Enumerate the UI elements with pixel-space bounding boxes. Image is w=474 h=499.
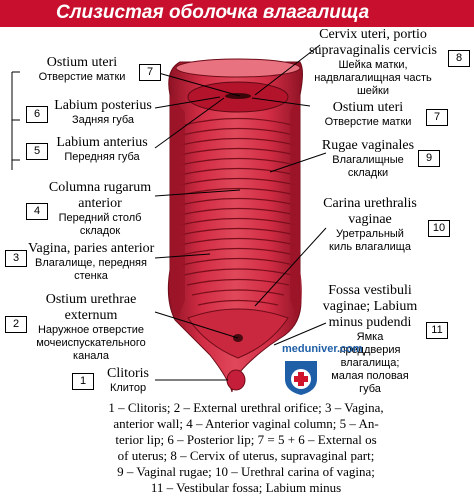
latin-name: Carina urethralis [323, 196, 417, 211]
russian-name: малая половая [331, 370, 409, 382]
legend-line: of uterus; 8 – Cervix of uterus, suprava… [117, 448, 375, 463]
legend-line: anterior wall; 4 – Anterior vaginal colu… [113, 416, 379, 431]
russian-name: киль влагалища [329, 241, 411, 253]
russian-name: Влагалище, передняя [35, 257, 147, 269]
number-box-11: 11 [426, 322, 448, 339]
latin-name: Ostium uteri [46, 55, 118, 70]
label-columna-rugarum: Columna rugarum anterior Передний столб … [46, 180, 154, 238]
number-box-10: 10 [428, 220, 450, 237]
russian-name: шейки [356, 85, 390, 97]
latin-name: externum [64, 308, 118, 323]
latin-name: Ostium uteri [332, 100, 404, 115]
latin-name: Rugae vaginales [321, 138, 415, 153]
russian-name: Влагалищные [332, 154, 404, 166]
russian-name: влагалища; [340, 357, 400, 369]
number-box-2: 2 [5, 316, 27, 333]
russian-name: губа [359, 383, 381, 395]
ostium-uteri [225, 93, 251, 99]
latin-name: Labium anterius [56, 135, 148, 150]
latin-name: Ostium urethrae [45, 292, 137, 307]
number-box-8: 8 [448, 50, 470, 67]
latin-name: Cervix uteri, portio [319, 27, 427, 42]
latin-name: Vagina, paries anterior [28, 241, 155, 256]
page-title: Слизистая оболочка влагалища [56, 2, 370, 23]
number-box-6: 6 [26, 106, 48, 123]
left-wall [169, 95, 185, 318]
russian-name: Шейка матки, [338, 59, 408, 71]
right-wall [290, 95, 302, 318]
legend-line: 9 – Vaginal rugae; 10 – Urethral carina … [117, 464, 375, 479]
label-fossa-vestibuli: Fossa vestibuli vaginae; Labium minus pu… [320, 283, 420, 396]
russian-name: стенка [74, 270, 108, 282]
leader-lines [11, 44, 327, 381]
number-box-4: 4 [26, 203, 48, 220]
number-box-5: 5 [26, 143, 48, 160]
legend-line: 1 – Clitoris; 2 – External urethral orif… [108, 400, 384, 415]
label-cervix-uteri: Cervix uteri, portio supravaginalis cerv… [300, 27, 446, 98]
russian-name: Уретральный [336, 228, 404, 240]
russian-name: канала [73, 350, 109, 362]
label-labium-posterius: Labium posterius Задняя губа [52, 98, 154, 127]
clitoris [226, 369, 246, 391]
latin-name: vaginae; Labium [322, 299, 418, 314]
label-ostium-uteri-left: Ostium uteri Отверстие матки [32, 55, 132, 84]
russian-name: Ямка [356, 331, 384, 343]
label-ostium-uteri-right: Ostium uteri Отверстие матки [314, 100, 422, 129]
russian-name: Задняя губа [71, 114, 135, 126]
russian-name: преддверия [339, 344, 401, 356]
label-carina-urethralis: Carina urethralis vaginae Уретральный ки… [316, 196, 424, 254]
russian-name: Передняя губа [64, 151, 140, 163]
russian-name: мочеиспускательного [36, 337, 146, 349]
latin-name: Columna rugarum [48, 180, 152, 195]
label-clitoris: Clitoris Клитор [98, 366, 158, 395]
russian-name: Наружное отверстие [37, 324, 145, 336]
latin-name: supravaginalis cervicis [309, 43, 437, 58]
latin-name: Clitoris [106, 366, 149, 381]
watermark: meduniver.com [282, 343, 363, 355]
russian-name: Отверстие матки [324, 116, 412, 128]
number-box-7: 7 [139, 64, 161, 81]
number-box-1: 1 [72, 373, 94, 390]
latin-name: Labium posterius [54, 98, 152, 113]
label-rugae-vaginales: Rugae vaginales Влагалищные складки [318, 138, 418, 180]
russian-name: складки [347, 167, 389, 179]
cut-edge [175, 58, 301, 78]
legend-line: terior lip; 6 – Posterior lip; 7 = 5 + 6… [115, 432, 377, 447]
russian-name: надвлагалищная часть [314, 72, 432, 84]
legend-line: 11 – Vestibular fossa; Labium minus [150, 480, 342, 495]
russian-name: Отверстие матки [38, 71, 126, 83]
number-box-7-right: 7 [426, 109, 448, 126]
legend: 1 – Clitoris; 2 – External urethral orif… [96, 400, 396, 496]
number-box-9: 9 [418, 150, 440, 167]
vestibule [187, 308, 289, 359]
number-box-3: 3 [5, 250, 27, 267]
latin-name: vaginae [348, 212, 392, 227]
russian-name: Передний столб [58, 212, 142, 224]
russian-name: Клитор [109, 382, 147, 394]
title-bar [0, 0, 474, 27]
russian-name: складок [79, 225, 121, 237]
label-labium-anterius: Labium anterius Передняя губа [52, 135, 152, 164]
rugae [179, 117, 297, 306]
latin-name: anterior [78, 196, 122, 211]
medical-cross-icon [285, 361, 317, 395]
label-vagina-paries-anterior: Vagina, paries anterior Влагалище, перед… [28, 241, 154, 283]
label-ostium-urethrae: Ostium urethrae externum Наружное отверс… [28, 292, 154, 363]
latin-name: minus pudendi [328, 315, 412, 330]
latin-name: Fossa vestibuli [328, 283, 412, 298]
